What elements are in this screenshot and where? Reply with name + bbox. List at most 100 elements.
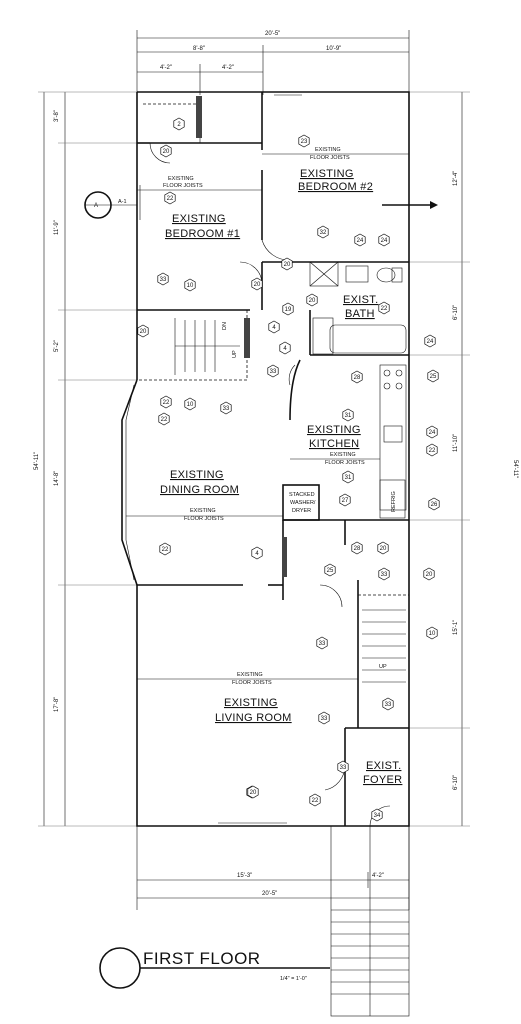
- keynote-tag-label: 4: [272, 325, 276, 331]
- keynote-tag-label: 10: [429, 631, 436, 637]
- bedroom2-label-2: BEDROOM #2: [298, 181, 373, 193]
- keynote-tag: 20: [306, 293, 318, 307]
- bedroom1-label-1: EXISTING: [172, 213, 226, 225]
- keynote-tag: 10: [184, 278, 196, 292]
- keynote-tag-label: 34: [374, 813, 381, 819]
- keynote-tag-label: 20: [426, 572, 433, 578]
- dim-right-1: 12'-4": [453, 171, 459, 186]
- keynote-tag-label: 24: [427, 339, 434, 345]
- foyer-stair-up-label: UP: [379, 664, 387, 670]
- bath-label-2: BATH: [345, 308, 375, 320]
- keynote-tag: 20: [160, 144, 172, 158]
- keynote-tag: 22: [160, 395, 172, 409]
- stair-up-label: UP: [232, 350, 238, 358]
- keynote-tag-label: 20: [163, 149, 170, 155]
- keynote-tag: 20: [281, 257, 293, 271]
- keynote-tag-label: 20: [284, 262, 291, 268]
- keynote-tag: 32: [317, 225, 329, 239]
- dining-label-1: EXISTING: [170, 469, 224, 481]
- foyer-label-1: EXIST.: [366, 760, 401, 772]
- keynote-tag: 25: [324, 563, 336, 577]
- keynote-tag-label: 4: [255, 551, 259, 557]
- keynote-tag-label: 20: [254, 282, 261, 288]
- section-marker: A A-1: [84, 191, 137, 219]
- keynote-tag-label: 33: [319, 641, 326, 647]
- keynote-tag: 23: [298, 134, 310, 148]
- keynote-tag-label: 26: [431, 502, 438, 508]
- keynote-tag-label: 10: [187, 402, 194, 408]
- dim-bottom-a: 15'-3": [237, 873, 252, 879]
- joist-note-din-2: FLOOR JOISTS: [184, 516, 224, 522]
- joist-note-bed2-2: FLOOR JOISTS: [310, 155, 350, 161]
- room-labels: EXISTING BEDROOM #2 EXISTING BEDROOM #1 …: [160, 168, 402, 786]
- keynote-tag: 33: [318, 711, 330, 725]
- keynote-tag: 24: [378, 233, 390, 247]
- title-block: FIRST FLOOR 1/4" = 1'-0": [99, 947, 330, 989]
- keynote-tag: 22: [309, 793, 321, 807]
- top-dimensions: 20'-5" 8'-8" 10'-9" 4'-2" 4'-2": [136, 30, 410, 95]
- keynote-tag: 33: [220, 401, 232, 415]
- keynote-tag: 20: [137, 324, 149, 338]
- keynote-tag-label: 31: [345, 413, 352, 419]
- keynote-tag-label: 20: [309, 298, 316, 304]
- keynote-tag: 4: [279, 341, 291, 355]
- washer-dryer-label-3: DRYER: [292, 508, 311, 514]
- keynote-tag: 33: [157, 272, 169, 286]
- keynote-tag: 33: [267, 364, 279, 378]
- living-label-1: EXISTING: [224, 697, 278, 709]
- keynote-tag-label: 20: [250, 790, 257, 796]
- keynote-tag: 22: [426, 443, 438, 457]
- dining-label-2: DINING ROOM: [160, 484, 239, 496]
- dim-left-overall: 54'-11": [34, 452, 40, 470]
- joist-note-kit-1: EXISTING: [330, 452, 356, 458]
- keynote-tag: 33: [382, 697, 394, 711]
- keynote-tag-label: 27: [342, 498, 349, 504]
- keynote-tag: 20: [377, 541, 389, 555]
- keynote-tag: 19: [282, 302, 294, 316]
- keynote-tag-label: 4: [283, 346, 287, 352]
- keynote-tag: 27: [339, 493, 351, 507]
- left-dimensions: 3'-8" 11'-9" 5'-2" 14'-8" 17'-8" 54'-11": [34, 91, 137, 827]
- keynote-tag: 24: [354, 233, 366, 247]
- dim-left-3: 5'-2": [54, 340, 60, 352]
- keynote-tag: 10: [184, 397, 196, 411]
- keynote-tag-label: 20: [140, 329, 147, 335]
- dim-left-4: 14'-8": [54, 471, 60, 486]
- joist-arrows: [126, 153, 438, 680]
- dim-right-overall: 54'-11": [512, 460, 518, 478]
- keynote-tag: 34: [371, 808, 383, 822]
- joist-note-kit-2: FLOOR JOISTS: [325, 460, 365, 466]
- bottom-dimensions: 15'-3" 4'-2" 20'-5": [136, 825, 410, 1017]
- joist-note-liv-2: FLOOR JOISTS: [232, 680, 272, 686]
- keynote-tag-label: 33: [385, 702, 392, 708]
- keynote-tag-label: 24: [381, 238, 388, 244]
- keynote-tag-label: 33: [223, 406, 230, 412]
- dim-right-3: 11'-10": [453, 434, 459, 452]
- keynote-tag-label: 22: [167, 196, 174, 202]
- washer-dryer-label-2: WASHER/: [290, 500, 316, 506]
- joist-note-bed2-1: EXISTING: [315, 147, 341, 153]
- keynote-tag: 24: [424, 334, 436, 348]
- joist-notes: EXISTING FLOOR JOISTS EXISTING FLOOR JOI…: [163, 147, 365, 686]
- keynote-tag-label: 23: [301, 139, 308, 145]
- drawing-title: FIRST FLOOR: [143, 949, 261, 968]
- keynote-tag-label: 22: [312, 798, 319, 804]
- dim-right-4: 15'-1": [453, 620, 459, 635]
- dim-left-5: 17'-8": [54, 697, 60, 712]
- keynote-tag-label: 22: [381, 306, 388, 312]
- keynote-tag-label: 25: [430, 374, 437, 380]
- keynote-tag-label: 33: [160, 277, 167, 283]
- keynote-tag: 20: [251, 277, 263, 291]
- dim-top-left: 8'-8": [193, 46, 205, 52]
- dim-top-right: 10'-9": [326, 46, 341, 52]
- keynote-tag: 26: [428, 497, 440, 511]
- kitchen-label-1: EXISTING: [307, 424, 361, 436]
- kitchen-label-2: KITCHEN: [309, 438, 359, 450]
- keynote-tag: 22: [158, 412, 170, 426]
- section-letter: A: [94, 203, 98, 209]
- keynote-tag-label: 33: [321, 716, 328, 722]
- keynote-tag: 31: [342, 470, 354, 484]
- bedroom1-label-2: BEDROOM #1: [165, 228, 240, 240]
- dim-top-overall: 20'-5": [265, 31, 280, 37]
